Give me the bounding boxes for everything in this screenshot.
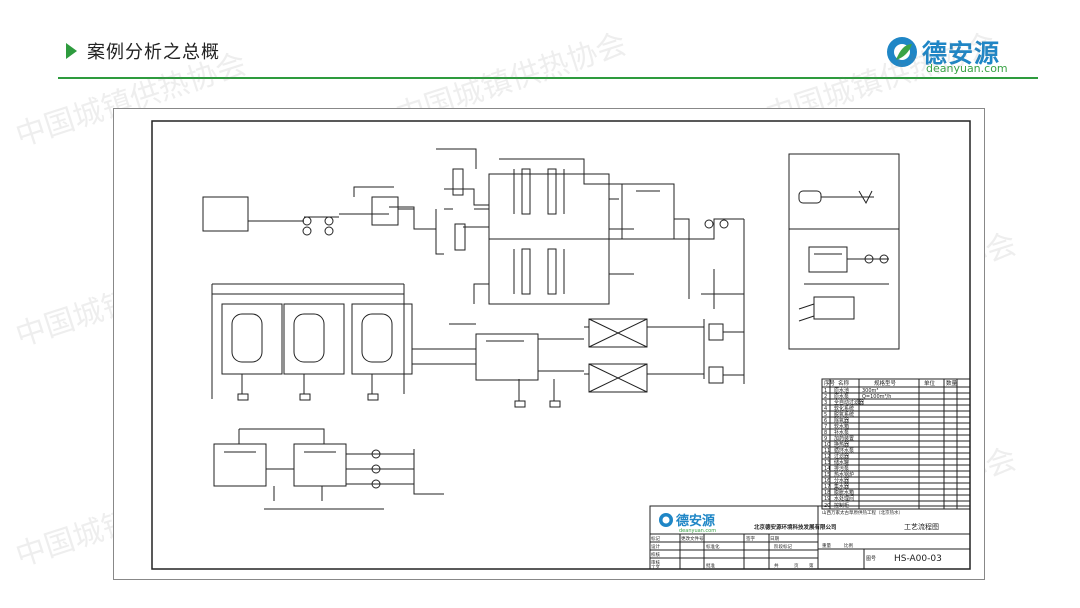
table-header-spec: 规格型号: [874, 379, 897, 387]
header-divider: [58, 77, 1038, 79]
title-block-brand: 德安源: [676, 513, 715, 529]
title-block-cell: 共: [774, 562, 779, 569]
drawing-border: [151, 120, 971, 570]
table-cell: 集水器: [834, 483, 849, 490]
table-cell: 加药装置: [834, 435, 854, 442]
table-cell: 9: [824, 436, 827, 442]
table-cell: 脱氧系统: [834, 411, 854, 418]
drawing-no-label: 图号: [866, 556, 876, 562]
table-cell: 原水池: [834, 387, 849, 394]
softener-unit: [371, 196, 399, 226]
drawing-canvas: 序号 名称 规格型号 单位 数量 1 原水池 300m³ 2 原水泵 Q=100…: [151, 120, 971, 571]
table-cell: 换热器: [834, 441, 849, 448]
table-cell: 8: [824, 430, 827, 436]
boiler-2: [293, 313, 325, 363]
raw-water-tank: [202, 196, 249, 232]
title-block-cell: 签字: [746, 535, 755, 542]
table-cell: 4: [824, 406, 827, 412]
table-cell: 2: [824, 394, 827, 400]
table-cell: 14: [824, 466, 830, 472]
table-cell: 3: [824, 400, 827, 406]
drawing-number: HS-A00-03: [894, 554, 942, 564]
title-arrow-icon: [66, 43, 77, 59]
title-block-cell: 阶段标记: [774, 543, 792, 550]
plate-heat-exchanger-2: [588, 363, 648, 393]
table-cell: 11: [824, 448, 830, 454]
boiler-3: [361, 313, 393, 363]
title-block-cell: 设计: [651, 543, 660, 550]
table-cell: 软水箱: [834, 423, 849, 430]
title-block-cell: 更改文件号: [681, 535, 704, 542]
table-cell: 排污泵: [834, 465, 849, 472]
table-cell: 1: [824, 388, 827, 394]
plate-heat-exchanger-1: [588, 318, 648, 348]
table-cell: 12: [824, 454, 830, 460]
title-block-domain: deanyuan.com: [679, 528, 716, 534]
process-flow-drawing: 序号 名称 规格型号 单位 数量 1 原水池 300m³ 2 原水泵 Q=100…: [113, 108, 985, 580]
table-header-qty: 数量: [946, 379, 958, 387]
title-block-cell: 批准: [706, 562, 715, 569]
table-cell: 5: [824, 412, 827, 418]
table-cell: 除氧器: [834, 417, 849, 424]
table-cell: 补水泵: [834, 429, 849, 436]
title-block-cell: 第: [809, 562, 814, 569]
table-cell: 分水器: [834, 477, 849, 484]
title-block-cell: 审核: [651, 559, 660, 566]
title-block-cell: 页: [794, 563, 799, 569]
title-block: [649, 505, 971, 570]
table-cell: 循环水泵: [834, 447, 854, 454]
page-title: 案例分析之总概: [87, 42, 220, 63]
title-block-cell: 标准化: [706, 543, 720, 550]
title-block-cell: 比例: [844, 542, 853, 549]
brand-domain: deanyuan.com: [926, 62, 1008, 75]
table-cell: 控制柜: [834, 502, 849, 509]
expansion-tank: [475, 333, 539, 381]
table-cell: 储水罐: [834, 459, 849, 466]
table-cell: 全自动过滤器: [834, 399, 864, 406]
title-block-cell: 校核: [651, 551, 660, 558]
boiler-1: [231, 313, 263, 363]
table-cell: 软化系统: [834, 405, 854, 412]
brand-logo: [887, 37, 917, 67]
title-block-cell: 重量: [822, 542, 831, 549]
table-cell: 6: [824, 418, 827, 424]
table-header-name: 名称: [838, 379, 850, 387]
title-block-cell: 日期: [770, 536, 779, 542]
table-cell: 15: [824, 472, 830, 478]
softened-water-tank: [621, 183, 675, 240]
storage-tank-1: [213, 443, 267, 487]
table-cell: 20: [824, 503, 830, 509]
table-cell: 7: [824, 424, 827, 430]
table-cell: 热水锅炉: [834, 471, 854, 478]
table-cell: 13: [824, 460, 830, 466]
table-cell: 原水泵: [834, 393, 849, 400]
title-block-project: 山西万家太古草原供热工程（北京热水）: [822, 509, 903, 516]
table-cell: 18: [824, 490, 830, 496]
table-header-unit: 单位: [924, 379, 936, 387]
title-block-cell: 标记: [651, 535, 660, 542]
storage-tank-2: [293, 443, 347, 487]
equipment-table: [821, 378, 971, 510]
table-cell: 300m³: [862, 388, 878, 394]
title-block-cell: 工艺: [651, 565, 660, 571]
table-cell: 19: [824, 496, 830, 502]
table-cell: 膨胀水箱: [834, 489, 854, 496]
table-cell: 17: [824, 484, 830, 490]
table-cell: Q=100m³/h: [862, 394, 891, 400]
table-cell: 10: [824, 442, 830, 448]
brand-name: 德安源: [922, 39, 1001, 68]
table-header-no: 序号: [824, 379, 836, 387]
drawing-name: 工艺流程图: [904, 522, 939, 531]
auxiliary-detail-panel: [788, 153, 900, 350]
table-cell: 16: [824, 478, 830, 484]
table-cell: 水处理间: [834, 495, 854, 502]
title-block-company: 北京德安源环境科技发展有限公司: [754, 523, 837, 531]
table-cell: 过滤器: [834, 453, 849, 460]
